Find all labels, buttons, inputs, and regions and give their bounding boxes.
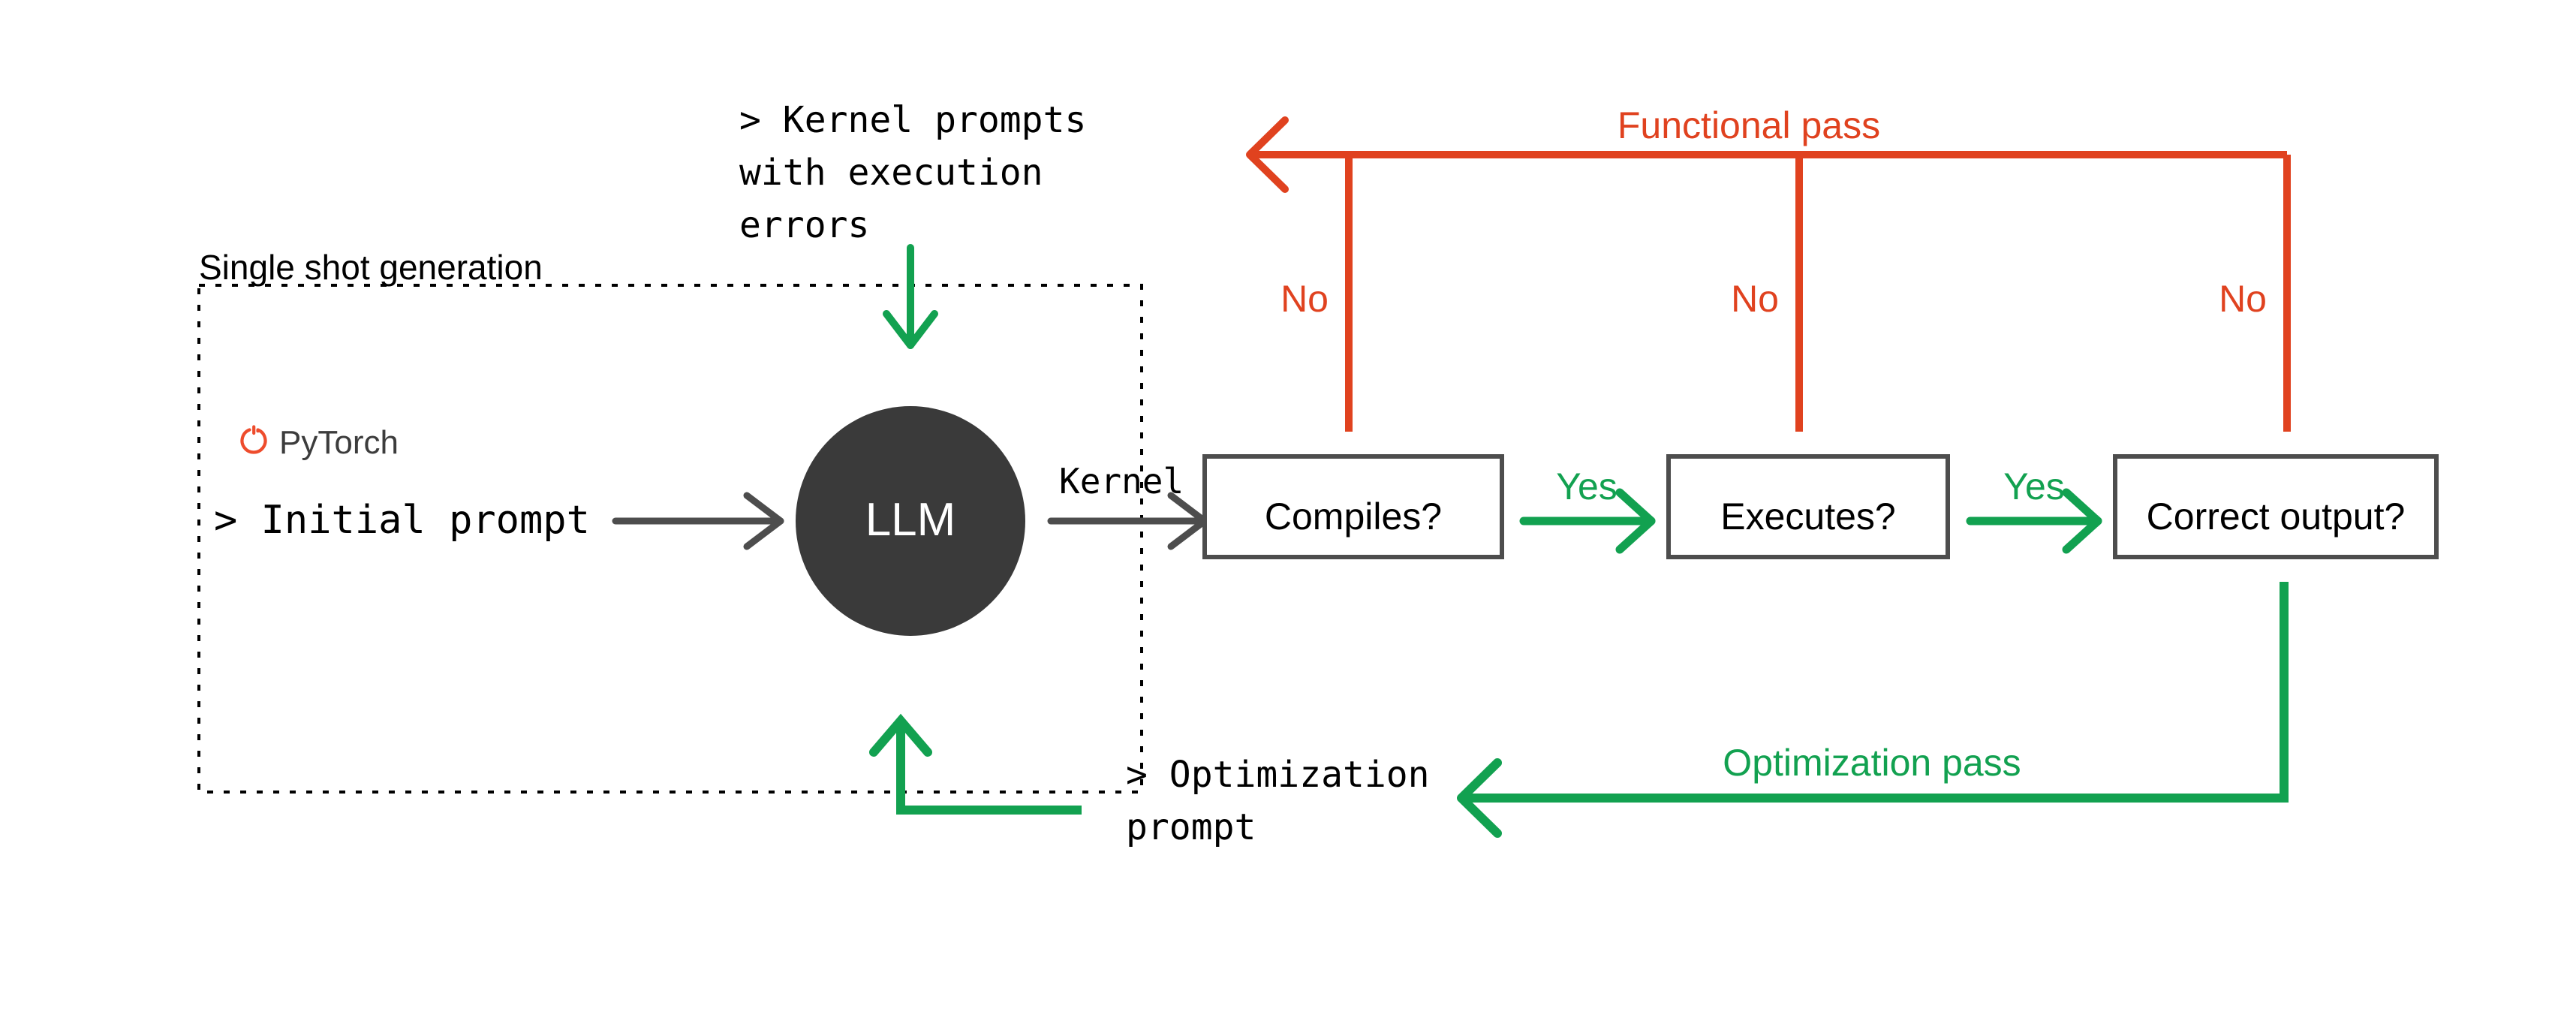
- box-compiles-label: Compiles?: [1265, 495, 1442, 538]
- edge-label-optimization-pass: Optimization pass: [1723, 742, 2021, 784]
- functional-pass-arrowhead: [1246, 116, 1289, 193]
- arrow-initial-prompt-to-llm: [612, 492, 784, 550]
- single-shot-group-label: Single shot generation: [199, 248, 543, 287]
- edge-label-yes-1: Yes: [1556, 465, 1618, 507]
- edge-label-no-3: No: [2219, 278, 2267, 320]
- box-executes-label: Executes?: [1720, 495, 1895, 538]
- single-shot-group-box: [197, 284, 1143, 794]
- edge-label-no-1: No: [1280, 278, 1329, 320]
- arrow-kernel-prompts-down: [883, 244, 938, 349]
- box-correct-output-label: Correct output?: [2147, 495, 2406, 538]
- box-correct-output[interactable]: [2113, 454, 2439, 559]
- arrow-yes-executes-to-correct-output: [1966, 488, 2102, 554]
- edge-label-kernel: Kernel: [1059, 461, 1184, 501]
- kernel-prompts-line-1: > Kernel prompts: [739, 99, 1086, 141]
- pytorch-label: PyTorch: [279, 424, 399, 461]
- optimization-pass-return-path: [1461, 582, 2289, 803]
- optimization-prompt-line-1: > Optimization: [1126, 754, 1430, 796]
- initial-prompt-text: > Initial prompt: [214, 498, 590, 543]
- kernel-prompts-line-3: errors: [739, 204, 869, 246]
- optimization-pass-arrowhead: [1457, 758, 1502, 838]
- optimization-prompt-line-2: prompt: [1126, 806, 1256, 848]
- pytorch-flame-icon: [240, 425, 267, 454]
- arrow-yes-compiles-to-executes: [1519, 488, 1656, 554]
- kernel-prompts-line-2: with execution: [739, 152, 1043, 194]
- llm-label: LLM: [865, 494, 956, 546]
- edge-label-no-2: No: [1731, 278, 1779, 320]
- box-compiles[interactable]: [1202, 454, 1504, 559]
- edge-label-yes-2: Yes: [2003, 465, 2065, 507]
- llm-circle: [796, 406, 1025, 636]
- arrow-optimization-loop-to-llm: [869, 713, 1082, 815]
- box-executes[interactable]: [1666, 454, 1950, 559]
- functional-pass-return-path: [1250, 151, 2291, 432]
- edge-label-functional-pass: Functional pass: [1618, 104, 1880, 146]
